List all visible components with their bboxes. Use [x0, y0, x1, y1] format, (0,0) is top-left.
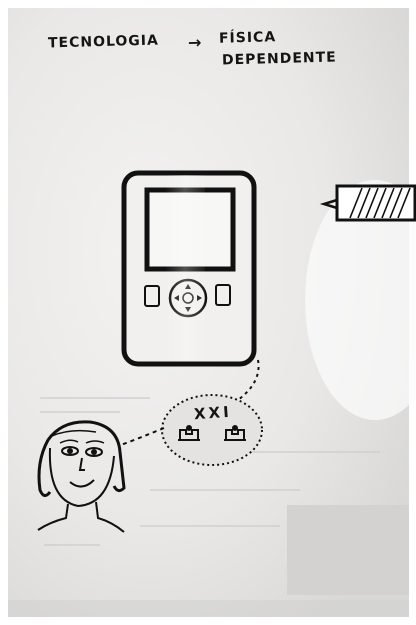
bubble-xxi-label: XXI: [193, 403, 232, 424]
heading-arrow-icon: →: [188, 33, 203, 52]
tape-strip-drawing: [324, 186, 415, 220]
heading-physical-word: FÍSICA: [219, 29, 277, 46]
heading-dependent-word: DEPENDENTE: [222, 50, 337, 69]
mp3-player-drawing: [124, 173, 254, 364]
heading-technology-word: TECNOLOGIA: [48, 33, 159, 52]
grey-patch: [287, 505, 409, 595]
